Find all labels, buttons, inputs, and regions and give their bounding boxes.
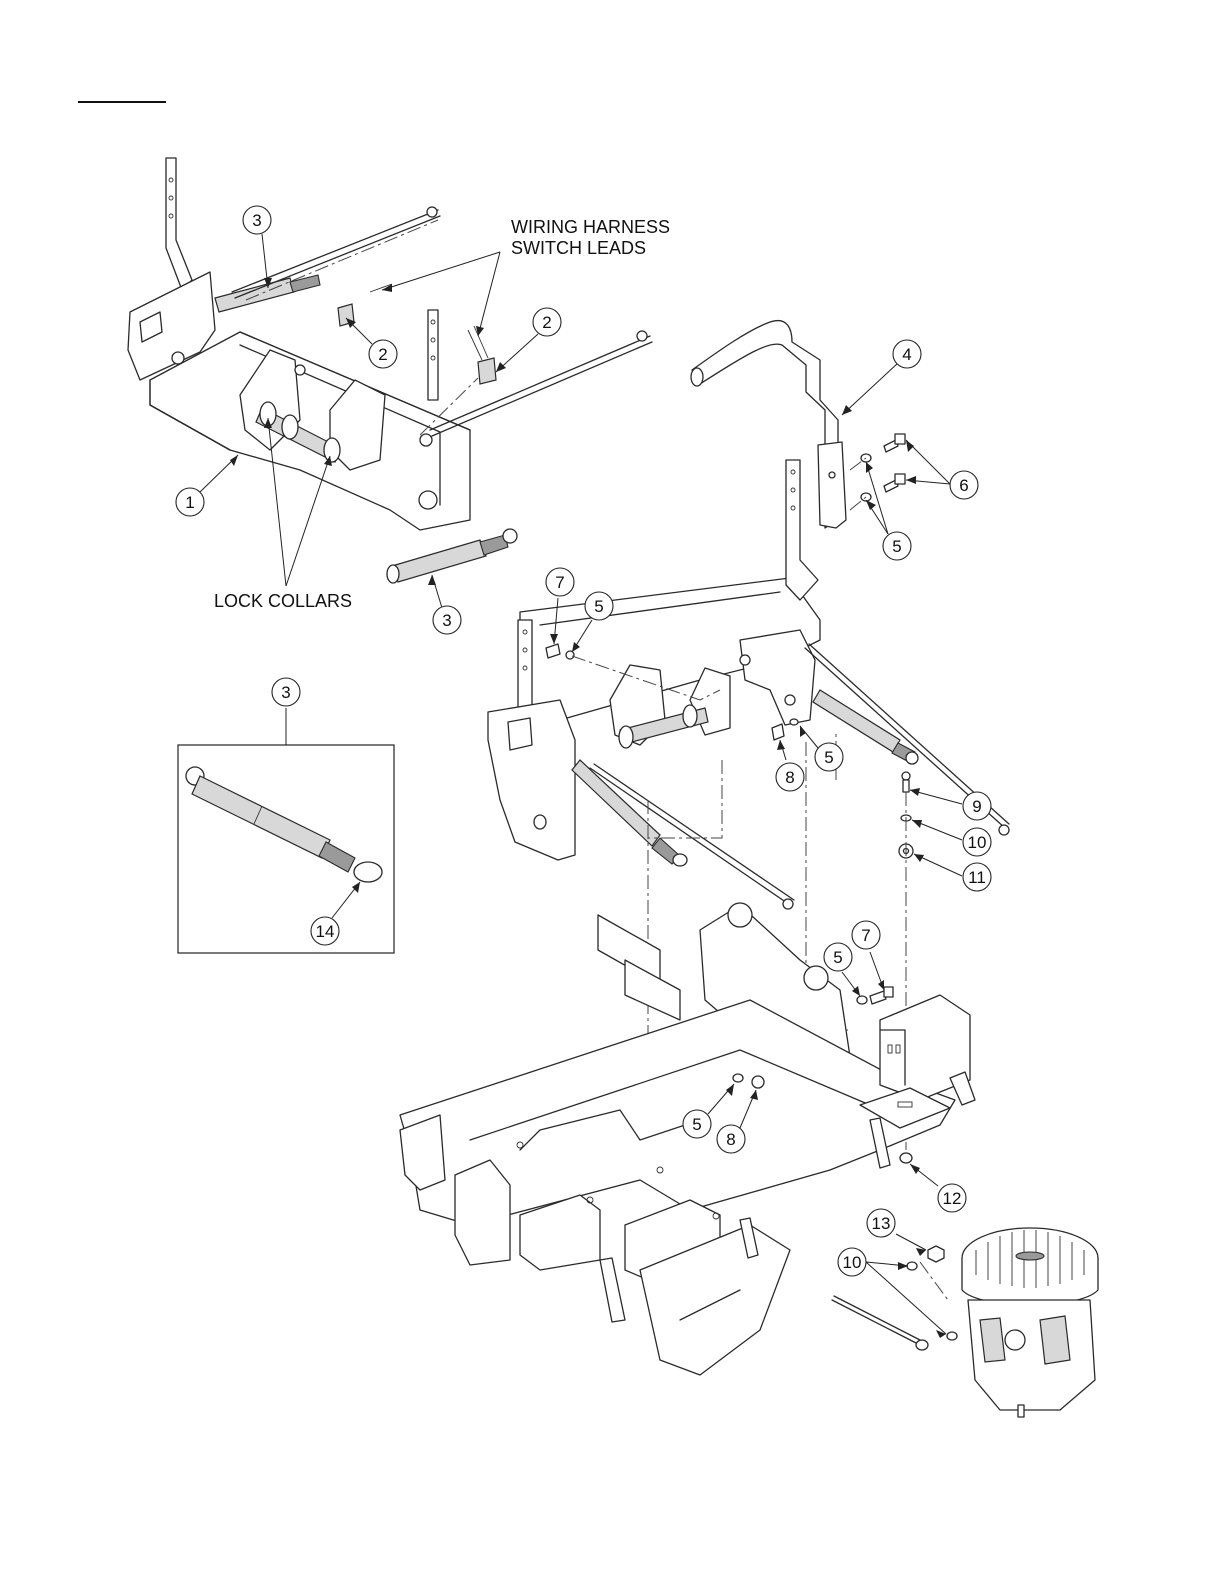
callout-6: 6 bbox=[950, 471, 978, 499]
svg-text:5: 5 bbox=[594, 597, 603, 616]
callout-7: 7 bbox=[546, 568, 574, 596]
callout-13: 13 bbox=[867, 1209, 895, 1237]
callout-7: 7 bbox=[852, 921, 880, 949]
svg-text:3: 3 bbox=[281, 683, 290, 702]
callout-3: 3 bbox=[272, 678, 300, 706]
svg-text:13: 13 bbox=[872, 1214, 891, 1233]
svg-text:12: 12 bbox=[943, 1189, 962, 1208]
svg-text:8: 8 bbox=[726, 1130, 735, 1149]
inset-box bbox=[178, 745, 394, 953]
hydrostatic-transmission bbox=[832, 1228, 1098, 1417]
callout-11: 11 bbox=[963, 863, 991, 891]
main-chassis-frame bbox=[400, 903, 975, 1375]
callout-10: 10 bbox=[963, 828, 991, 856]
svg-text:10: 10 bbox=[968, 833, 987, 852]
callout-5: 5 bbox=[824, 943, 852, 971]
svg-text:5: 5 bbox=[892, 537, 901, 556]
gas-spring-lower bbox=[387, 529, 517, 583]
callout-4: 4 bbox=[893, 340, 921, 368]
svg-text:4: 4 bbox=[902, 345, 911, 364]
svg-text:3: 3 bbox=[442, 611, 451, 630]
callout-9: 9 bbox=[963, 792, 991, 820]
svg-text:10: 10 bbox=[843, 1253, 862, 1272]
svg-text:8: 8 bbox=[785, 768, 794, 787]
svg-text:7: 7 bbox=[555, 573, 564, 592]
callout-5: 5 bbox=[585, 592, 613, 620]
svg-text:5: 5 bbox=[692, 1115, 701, 1134]
svg-text:2: 2 bbox=[378, 345, 387, 364]
callout-3: 3 bbox=[243, 206, 271, 234]
svg-text:5: 5 bbox=[824, 748, 833, 767]
svg-text:14: 14 bbox=[316, 922, 335, 941]
callout-12: 12 bbox=[938, 1184, 966, 1212]
center-control-frame bbox=[488, 460, 1009, 909]
gas-spring-detail bbox=[186, 767, 382, 882]
svg-text:2: 2 bbox=[542, 313, 551, 332]
callout-5: 5 bbox=[683, 1110, 711, 1138]
control-handle bbox=[691, 321, 846, 528]
callout-8: 8 bbox=[776, 763, 804, 791]
callout-1: 1 bbox=[176, 488, 204, 516]
svg-text:7: 7 bbox=[861, 926, 870, 945]
svg-text:1: 1 bbox=[185, 493, 194, 512]
callout-10: 10 bbox=[838, 1248, 866, 1276]
callout-14: 14 bbox=[311, 917, 339, 945]
svg-text:11: 11 bbox=[968, 868, 986, 887]
callout-8: 8 bbox=[717, 1125, 745, 1153]
callout-2: 2 bbox=[369, 340, 397, 368]
callout-5: 5 bbox=[815, 743, 843, 771]
wiring-harness-note-line2: SWITCH LEADS bbox=[511, 238, 646, 258]
svg-text:9: 9 bbox=[972, 797, 981, 816]
callout-2: 2 bbox=[533, 308, 561, 336]
wiring-harness-note-line1: WIRING HARNESS bbox=[511, 217, 670, 237]
svg-text:3: 3 bbox=[252, 211, 261, 230]
lock-collars-note: LOCK COLLARS bbox=[214, 591, 352, 611]
svg-text:6: 6 bbox=[959, 476, 968, 495]
svg-text:5: 5 bbox=[833, 948, 842, 967]
callout-5: 5 bbox=[883, 532, 911, 560]
callout-3: 3 bbox=[433, 606, 461, 634]
